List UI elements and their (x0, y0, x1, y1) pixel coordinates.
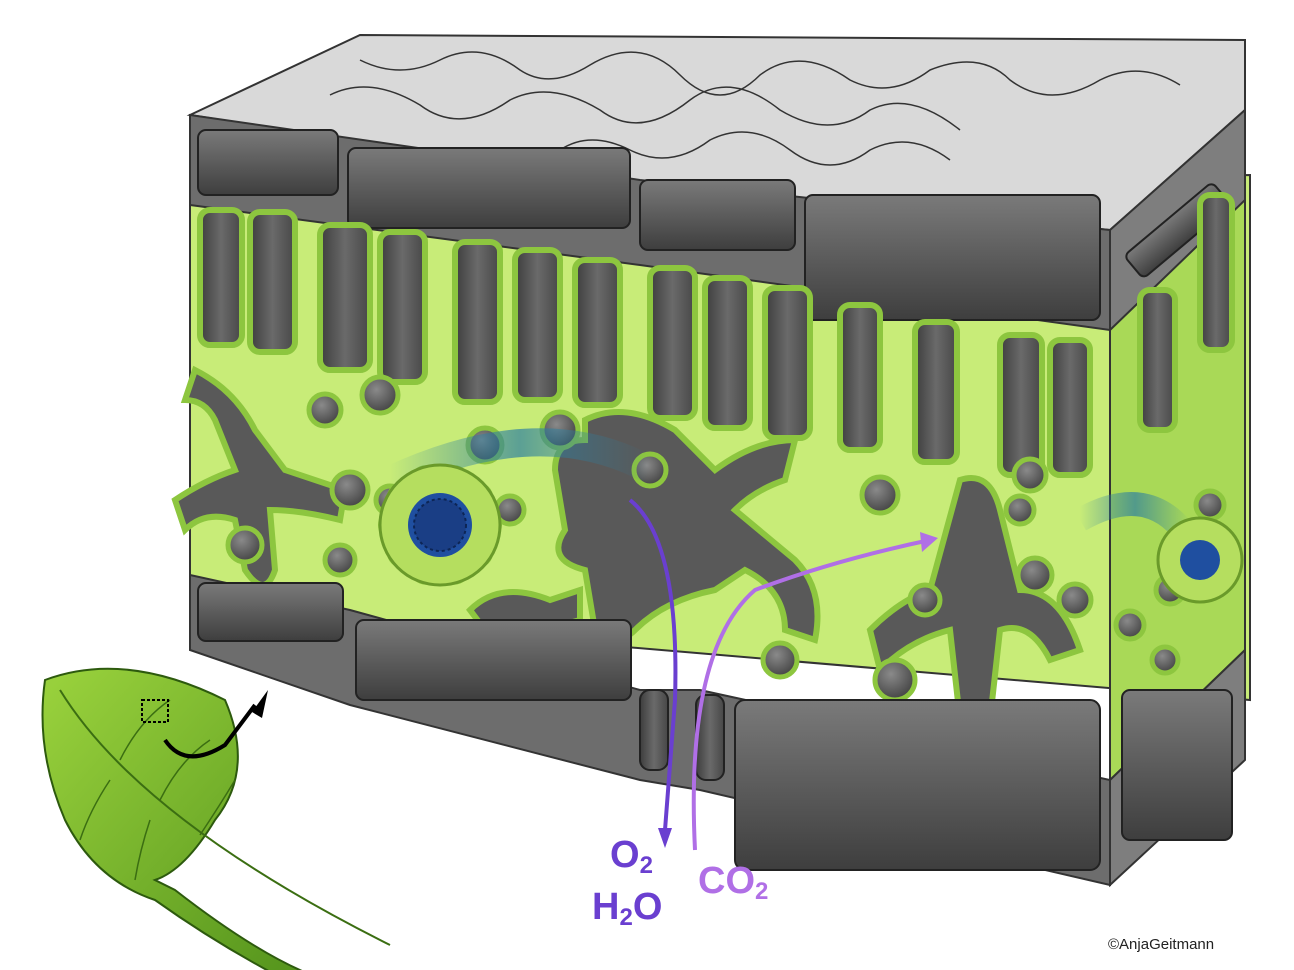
round-cell (359, 374, 401, 416)
vascular-bundle-icon (378, 428, 1244, 604)
round-cell (1003, 493, 1037, 527)
palisade-cell (1197, 192, 1235, 353)
palisade-cell (1137, 287, 1178, 433)
palisade-cell (647, 265, 698, 421)
upper-epidermis (186, 33, 1246, 333)
palisade-cell (912, 319, 960, 465)
palisade-cell (377, 229, 428, 385)
round-cell (322, 542, 358, 578)
palisade-cell (247, 209, 298, 355)
palisade-cells (197, 192, 1235, 478)
gas-exchange-arrows (628, 498, 938, 851)
palisade-cell (512, 247, 563, 403)
co2-sub: 2 (755, 878, 769, 905)
co2-arrow (691, 538, 931, 851)
h2o-post: O (632, 886, 663, 928)
palisade-cell (837, 302, 883, 453)
o2-h2o-arrowhead (658, 828, 672, 848)
h2o-pre: H (592, 886, 620, 928)
round-cell (1011, 456, 1049, 494)
round-cell (859, 474, 901, 516)
round-cell (225, 525, 265, 565)
copyright-credit: ©AnjaGeitmann (1108, 936, 1215, 953)
round-cell (329, 469, 371, 511)
o2-h2o-arrow (628, 498, 678, 831)
round-cell (1193, 488, 1227, 522)
leaf-icon (41, 667, 391, 970)
round-cell (1056, 581, 1094, 619)
palisade-cell (702, 275, 753, 431)
h2o-sub: 2 (619, 904, 633, 931)
o2-label: O2 (610, 836, 653, 878)
zoom-arrow-icon (163, 690, 268, 759)
co2-arrowhead (920, 532, 938, 552)
palisade-cell (572, 257, 623, 408)
co2-label: CO2 (698, 862, 768, 904)
round-cell (1149, 644, 1181, 676)
palisade-cell (997, 332, 1045, 478)
round-cell (907, 582, 943, 618)
palisade-cell (197, 207, 245, 348)
round-cell (306, 391, 344, 429)
palisade-cell (762, 285, 813, 441)
round-cell (1113, 608, 1147, 642)
co2-main: CO (698, 860, 755, 902)
h2o-label: H2O (592, 888, 662, 930)
o2-sub: 2 (639, 852, 653, 879)
palisade-cell (317, 222, 373, 373)
round-cell (872, 657, 918, 703)
round-cell (760, 640, 800, 680)
palisade-cell (452, 239, 503, 405)
palisade-cell (1047, 337, 1093, 478)
o2-main: O (610, 834, 640, 876)
round-cell (1015, 555, 1055, 595)
stoma-icon (639, 689, 725, 781)
